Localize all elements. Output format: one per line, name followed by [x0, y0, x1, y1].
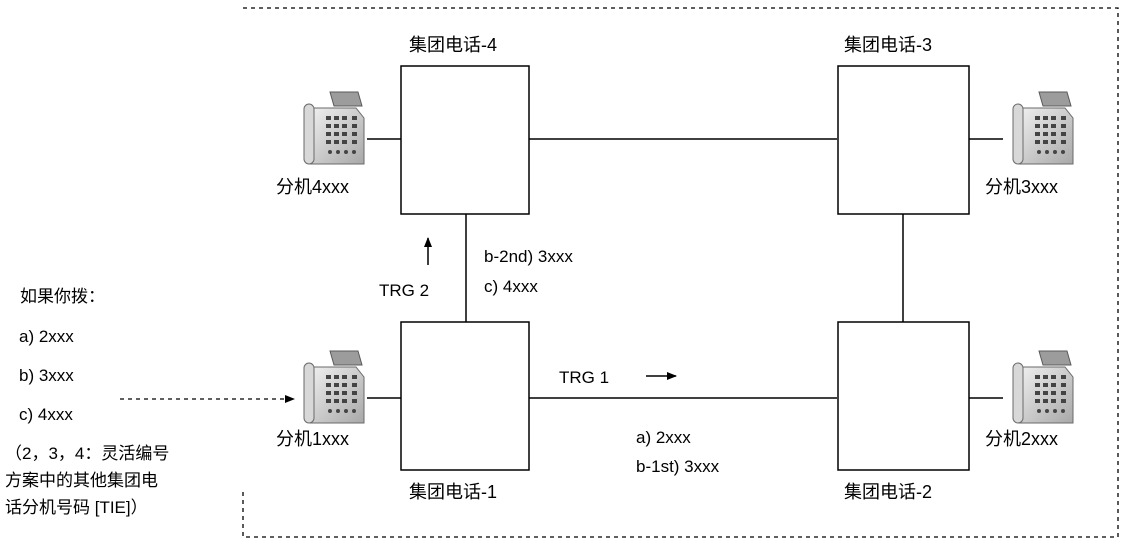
pbx-label-3: 集团电话-3 — [844, 35, 932, 55]
pbx-box-2 — [838, 322, 969, 470]
pbx-label-2: 集团电话-2 — [844, 482, 932, 502]
dial-prompt-title: 如果你拨： — [20, 287, 105, 306]
extension-label-1: 分机1xxx — [276, 429, 349, 449]
pbx-label-1: 集团电话-1 — [409, 482, 497, 502]
trunk-label-2: TRG 2 — [379, 281, 429, 300]
dial-note-line-1: （2，3，4：灵活编号 — [5, 444, 169, 463]
trunk-label-1: TRG 1 — [559, 368, 609, 387]
dial-note-line-2: 方案中的其他集团电 — [5, 471, 158, 490]
route-label-lower-1: a) 2xxx — [636, 428, 691, 447]
route-label-lower-2: b-1st) 3xxx — [636, 457, 720, 476]
dial-note-line-3: 话分机号码 [TIE]） — [5, 498, 148, 517]
telephone-icon — [1013, 351, 1073, 423]
route-label-upper-1: b-2nd) 3xxx — [484, 247, 573, 266]
extension-label-2: 分机2xxx — [985, 429, 1058, 449]
route-label-upper-2: c) 4xxx — [484, 277, 538, 296]
telephone-icon — [304, 351, 364, 423]
telephone-icon — [1013, 92, 1073, 164]
extension-label-4: 分机4xxx — [276, 177, 349, 197]
pbx-box-3 — [838, 66, 969, 214]
dial-option-c: c) 4xxx — [19, 405, 73, 424]
dial-option-b: b) 3xxx — [19, 366, 74, 385]
extension-label-3: 分机3xxx — [985, 177, 1058, 197]
pbx-box-1 — [401, 322, 529, 470]
pbx-label-4: 集团电话-4 — [409, 35, 497, 55]
pbx-box-4 — [401, 66, 529, 214]
dial-option-a: a) 2xxx — [19, 327, 74, 346]
telephone-icon — [304, 92, 364, 164]
